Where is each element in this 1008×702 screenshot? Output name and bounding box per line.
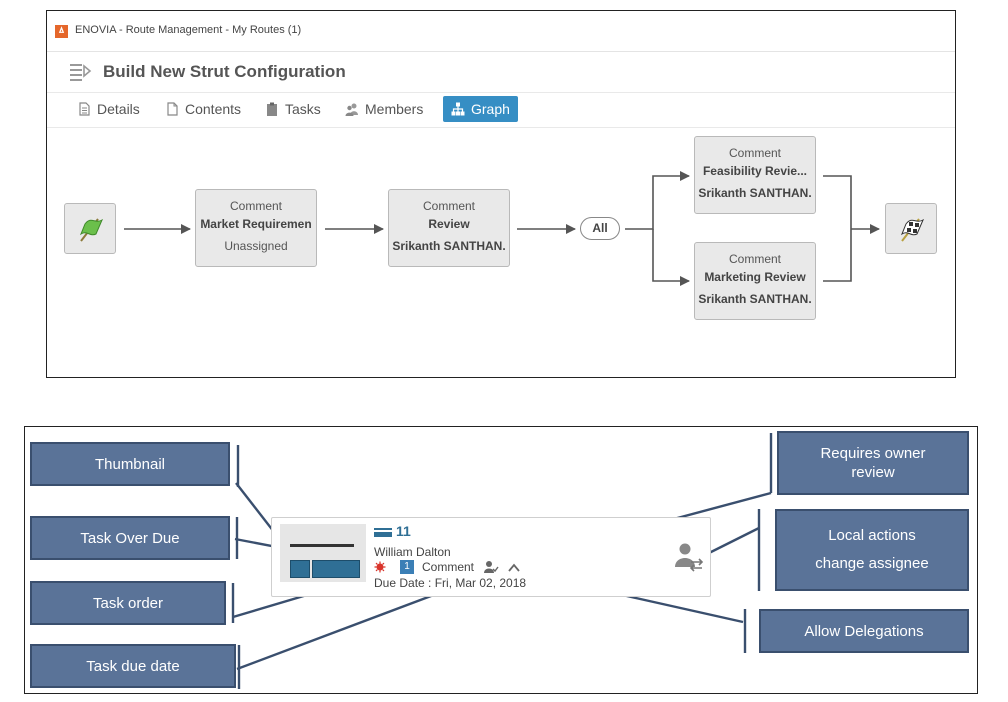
tab-graph-label: Graph xyxy=(471,101,510,117)
callout-task-over-due: Task Over Due xyxy=(30,516,230,560)
change-assignee-icon[interactable] xyxy=(674,542,704,572)
callout-local-actions-line1: Local actions xyxy=(828,527,916,544)
callout-allow-delegations-label: Allow Delegations xyxy=(804,622,924,640)
callout-thumbnail-label: Thumbnail xyxy=(94,455,166,473)
task-node-market-requirements[interactable]: Comment Market Requiremen Unassigned xyxy=(195,189,317,267)
task-card[interactable]: 11 William Dalton 1 Comment Due Date : F… xyxy=(271,517,711,597)
callout-local-actions-line2: change assignee xyxy=(815,555,929,572)
task-node-assignee: Unassigned xyxy=(224,239,288,253)
task-card-legend: Thumbnail Task Over Due Task order Task … xyxy=(24,426,978,694)
task-node-assignee: Srikanth SANTHAN. xyxy=(698,292,812,306)
tab-contents-label: Contents xyxy=(185,101,242,117)
callout-allow-delegations: Allow Delegations xyxy=(759,609,969,653)
route-header: Build New Strut Configuration xyxy=(47,52,955,93)
callout-requires-owner-review: Requires owner review xyxy=(777,431,969,495)
window-titlebar: ㅿ ENOVIA - Route Management - My Routes … xyxy=(47,11,955,52)
callout-thumbnail: Thumbnail xyxy=(30,442,230,486)
green-flag-icon xyxy=(79,218,104,242)
task-node-marketing-review[interactable]: Comment Marketing Review Srikanth SANTHA… xyxy=(694,242,816,320)
tab-details-label: Details xyxy=(97,101,140,117)
task-order-badge: 1 xyxy=(400,560,414,574)
owner-review-icon xyxy=(484,561,499,573)
delegation-icon[interactable] xyxy=(508,563,520,573)
callout-task-due-date: Task due date xyxy=(30,644,236,688)
clipboard-icon xyxy=(267,102,277,116)
route-graph: Comment Market Requiremen Unassigned Com… xyxy=(47,128,955,377)
task-due-date: Due Date : Fri, Mar 02, 2018 xyxy=(374,576,527,590)
callout-requires-owner-review-line2: review xyxy=(851,464,895,481)
task-node-type: Comment xyxy=(728,146,781,160)
connector-gate-to-node3 xyxy=(625,171,690,230)
page-icon xyxy=(167,102,178,116)
callout-task-due-date-label: Task due date xyxy=(86,657,180,675)
task-node-title: Market Requiremen xyxy=(200,217,312,231)
tab-bar: Details Contents Tasks Members Graph xyxy=(47,93,955,128)
task-node-type: Comment xyxy=(422,199,475,213)
tab-contents[interactable]: Contents xyxy=(157,96,249,122)
task-action: Comment xyxy=(422,560,475,574)
tab-members[interactable]: Members xyxy=(337,96,431,122)
task-assignee: William Dalton xyxy=(374,545,451,559)
document-icon xyxy=(79,102,90,116)
task-number: 11 xyxy=(396,523,411,539)
enovia-logo-icon: ㅿ xyxy=(55,25,68,38)
tab-details[interactable]: Details xyxy=(69,96,148,122)
hierarchy-icon xyxy=(451,102,465,116)
tab-graph[interactable]: Graph xyxy=(443,96,518,122)
callout-requires-owner-review-line1: Requires owner xyxy=(820,445,926,462)
window-title: ENOVIA - Route Management - My Routes (1… xyxy=(75,24,302,36)
checkered-flag-icon xyxy=(900,218,925,242)
task-node-title: Feasibility Revie... xyxy=(702,164,808,178)
callout-task-over-due-label: Task Over Due xyxy=(80,529,180,547)
tab-members-label: Members xyxy=(365,101,424,117)
tab-tasks-label: Tasks xyxy=(285,101,321,117)
gate-all[interactable]: All xyxy=(580,217,620,240)
route-window: ㅿ ENOVIA - Route Management - My Routes … xyxy=(46,10,956,378)
callout-task-order-label: Task order xyxy=(92,594,164,612)
task-type-icon xyxy=(374,528,392,537)
graph-connectors xyxy=(124,171,880,286)
task-node-type: Comment xyxy=(728,252,781,266)
task-node-title: Marketing Review xyxy=(704,270,806,284)
route-title: Build New Strut Configuration xyxy=(103,62,346,81)
people-icon xyxy=(345,103,358,116)
task-node-type: Comment xyxy=(229,199,282,213)
tab-tasks[interactable]: Tasks xyxy=(257,96,329,122)
connector-gate-to-node4 xyxy=(652,229,690,286)
task-node-review[interactable]: Comment Review Srikanth SANTHAN. xyxy=(388,189,510,267)
task-node-assignee: Srikanth SANTHAN. xyxy=(698,186,812,200)
callout-task-order: Task order xyxy=(30,581,226,625)
task-thumbnail xyxy=(280,524,366,582)
task-node-feasibility-review[interactable]: Comment Feasibility Revie... Srikanth SA… xyxy=(694,136,816,214)
callout-local-actions: Local actions change assignee xyxy=(775,509,969,591)
end-node[interactable] xyxy=(885,203,937,254)
task-node-assignee: Srikanth SANTHAN. xyxy=(392,239,506,253)
overdue-icon xyxy=(374,561,386,573)
route-list-icon xyxy=(70,64,92,81)
task-node-title: Review xyxy=(428,217,470,231)
start-node[interactable] xyxy=(64,203,116,254)
connector-join xyxy=(823,175,852,282)
